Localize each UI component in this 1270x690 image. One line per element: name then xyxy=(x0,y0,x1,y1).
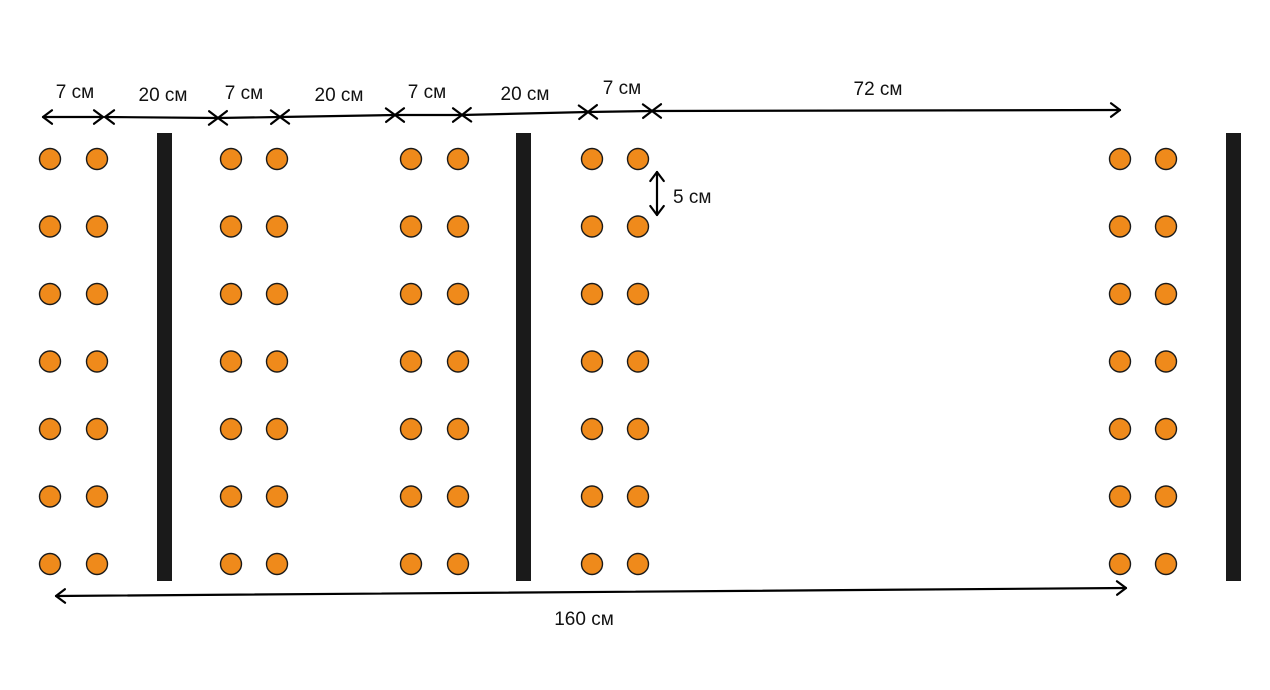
plant-dot xyxy=(580,485,604,508)
plant-dot xyxy=(1154,215,1178,238)
dim-label-total-width: 160 см xyxy=(554,609,614,630)
plant-dot xyxy=(399,282,423,306)
plant-dot xyxy=(1154,147,1178,171)
plant-dot xyxy=(626,552,650,576)
plant-dot xyxy=(265,215,289,238)
plant-dot xyxy=(85,552,109,576)
plant-dot xyxy=(399,417,423,441)
plant-dot xyxy=(399,147,423,171)
dim-arrow-7cm-2 xyxy=(216,109,282,126)
dim-arrow-total-width xyxy=(54,580,1128,604)
plant-dot xyxy=(1154,350,1178,373)
dim-label-7cm-4: 7 см xyxy=(603,78,641,99)
plant-dot xyxy=(265,147,289,171)
plant-dot xyxy=(38,485,62,508)
plant-dot xyxy=(1108,417,1132,441)
plant-dot xyxy=(580,552,604,576)
plant-dot xyxy=(446,350,470,373)
plant-dot xyxy=(38,417,62,441)
plant-dot xyxy=(1108,215,1132,238)
plant-dot xyxy=(219,417,243,441)
plant-dot xyxy=(1154,485,1178,508)
plant-dot xyxy=(265,350,289,373)
dim-label-7cm-2: 7 см xyxy=(225,83,263,104)
dim-arrow-20cm-1 xyxy=(103,109,220,126)
plant-dot xyxy=(85,417,109,441)
plant-dot xyxy=(219,147,243,171)
plant-dot xyxy=(626,147,650,171)
plant-dot xyxy=(85,485,109,508)
dim-label-7cm-3: 7 см xyxy=(408,82,446,103)
plant-dot xyxy=(626,215,650,238)
plant-dot xyxy=(38,552,62,576)
plant-dot xyxy=(1108,350,1132,373)
plant-dot xyxy=(446,485,470,508)
support-bar-3 xyxy=(1226,133,1241,581)
dim-label-row-spacing: 5 см xyxy=(673,187,711,208)
plant-dot xyxy=(85,282,109,306)
plant-dot xyxy=(1108,485,1132,508)
dimension-labels: 7 см 20 см 7 см 20 см 7 см 20 см 7 см 72… xyxy=(56,78,903,630)
plant-grid xyxy=(38,147,1178,576)
plant-dot xyxy=(399,350,423,373)
dim-arrow-7cm-4 xyxy=(586,103,654,120)
plant-dot xyxy=(219,485,243,508)
plant-dot xyxy=(399,552,423,576)
plant-dot xyxy=(265,282,289,306)
plant-dot xyxy=(626,417,650,441)
plant-dot xyxy=(265,552,289,576)
plant-dot xyxy=(580,282,604,306)
plant-dot xyxy=(1154,282,1178,306)
plant-dot xyxy=(38,147,62,171)
plant-dot xyxy=(446,215,470,238)
plant-dot xyxy=(1108,282,1132,306)
plant-dot xyxy=(580,147,604,171)
dim-arrow-7cm-3 xyxy=(393,107,464,123)
plant-dot xyxy=(580,417,604,441)
plant-dot xyxy=(265,485,289,508)
plant-dot xyxy=(38,282,62,306)
dim-label-20cm-3: 20 см xyxy=(501,84,550,105)
dim-label-20cm-1: 20 см xyxy=(139,85,188,106)
plant-dot xyxy=(626,485,650,508)
plant-dot xyxy=(1108,552,1132,576)
dim-arrow-row-spacing xyxy=(649,170,665,217)
plant-dot xyxy=(399,215,423,238)
plant-dot xyxy=(446,552,470,576)
plant-dot xyxy=(1154,552,1178,576)
dim-arrow-7cm-1 xyxy=(41,109,105,125)
dim-arrow-20cm-2 xyxy=(278,107,397,125)
plant-dot xyxy=(85,350,109,373)
dimension-arrows xyxy=(41,102,1128,604)
plant-dot xyxy=(446,282,470,306)
dim-arrow-20cm-3 xyxy=(460,104,590,123)
plant-dot xyxy=(1154,417,1178,441)
support-bars xyxy=(157,133,1241,581)
support-bar-2 xyxy=(516,133,531,581)
plant-dot xyxy=(580,215,604,238)
plant-dot xyxy=(38,350,62,373)
plant-dot xyxy=(626,350,650,373)
dim-label-72cm: 72 см xyxy=(854,79,903,100)
plant-dot xyxy=(219,282,243,306)
plant-dot xyxy=(85,147,109,171)
plant-dot xyxy=(38,215,62,238)
dim-arrow-72cm xyxy=(650,102,1122,119)
dim-label-20cm-2: 20 см xyxy=(315,85,364,106)
support-bar-1 xyxy=(157,133,172,581)
plant-dot xyxy=(446,147,470,171)
dim-label-7cm-1: 7 см xyxy=(56,82,94,103)
plant-dot xyxy=(265,417,289,441)
plant-dot xyxy=(219,350,243,373)
plant-dot xyxy=(446,417,470,441)
plant-dot xyxy=(626,282,650,306)
plant-dot xyxy=(85,215,109,238)
plant-dot xyxy=(219,552,243,576)
plant-dot xyxy=(399,485,423,508)
plant-dot xyxy=(580,350,604,373)
plant-dot xyxy=(1108,147,1132,171)
plant-dot xyxy=(219,215,243,238)
